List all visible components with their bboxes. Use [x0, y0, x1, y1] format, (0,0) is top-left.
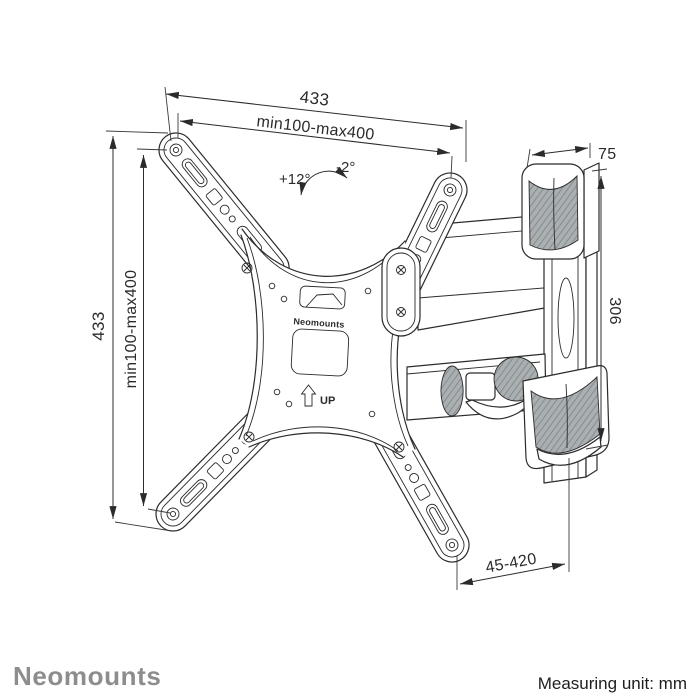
wall-plate-assembly [406, 162, 610, 484]
dim-height-total-label: 433 [89, 311, 108, 341]
dim-wall-plate-height-label: 306 [606, 297, 623, 325]
dim-tilt-angles: +12° -2° [279, 159, 355, 196]
up-label: UP [320, 395, 335, 407]
wall-plate-bottom-bracket [522, 365, 610, 470]
dim-width-vesa-label: min100-max400 [256, 113, 376, 144]
dim-width-total-label: 433 [299, 87, 331, 109]
plate-holes [268, 282, 376, 418]
footer-brand-logo: Neomounts [13, 661, 161, 691]
vesa-plate: Neomounts UP [148, 125, 476, 569]
cable-hook [299, 285, 346, 310]
tilt-up-label: +12° [279, 171, 310, 188]
dim-width-vesa: min100-max400 [179, 113, 451, 156]
dim-height-total: 433 [89, 135, 117, 519]
dim-wall-plate-height: 306 [597, 175, 623, 441]
center-plate [239, 229, 415, 457]
arm-knuckle-left [440, 365, 464, 417]
dim-extension-range-label: 45-420 [484, 551, 538, 577]
dim-height-vesa: min100-max400 [123, 154, 148, 506]
dim-wall-plate-width: 75 [531, 146, 616, 163]
plate-screws [241, 262, 405, 453]
footer-measuring-unit: Measuring unit: mm [538, 674, 687, 693]
plate-brand-label: Neomounts [293, 316, 345, 330]
wall-plate-top-cover [521, 162, 600, 260]
dim-wall-plate-width-label: 75 [598, 146, 616, 163]
tilt-down-label: -2° [336, 159, 355, 176]
dim-height-vesa-label: min100-max400 [123, 270, 140, 389]
plate-recess [290, 328, 350, 377]
dim-extension-range: 45-420 [459, 551, 566, 586]
up-arrow-icon [300, 384, 317, 407]
articulating-arm [406, 353, 547, 421]
elbow-hinge [381, 247, 421, 337]
